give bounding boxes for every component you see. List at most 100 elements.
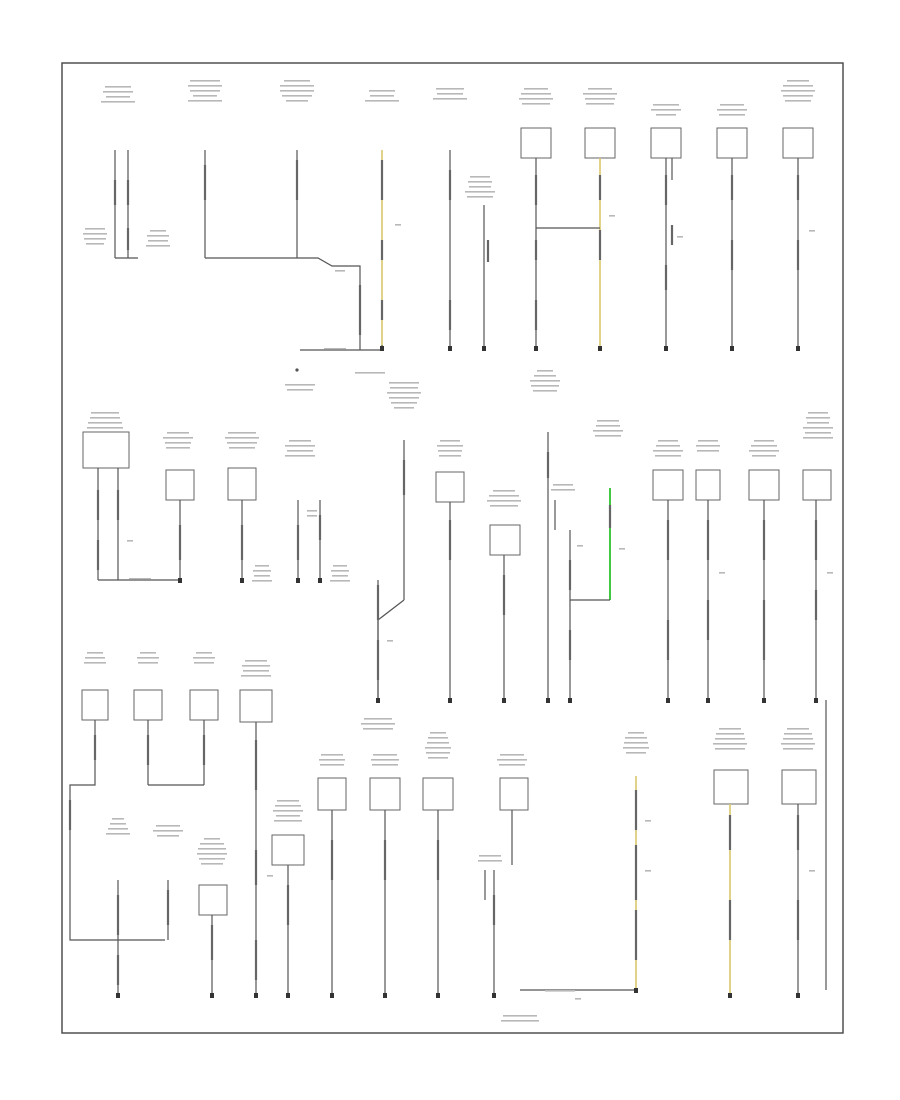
component-label-mark	[243, 670, 269, 672]
ground-point	[706, 698, 710, 703]
component-box	[584, 127, 616, 159]
component-label-mark	[282, 95, 312, 97]
component-label-mark	[583, 93, 617, 95]
component-label-mark	[809, 230, 815, 232]
wire-path	[377, 599, 405, 700]
component-label-mark	[146, 245, 170, 247]
component-label-mark	[105, 86, 131, 88]
ground-point	[482, 346, 486, 351]
component-label-mark	[785, 100, 811, 102]
component-label-mark	[493, 490, 515, 492]
component-box	[802, 469, 832, 501]
component-label-mark	[470, 176, 490, 178]
component-box	[489, 524, 521, 556]
component-label-mark	[83, 233, 107, 235]
component-label-mark	[389, 397, 419, 399]
component-label-mark	[245, 660, 267, 662]
component-label-mark	[85, 228, 105, 230]
component-label-mark	[719, 728, 741, 730]
component-box	[716, 127, 748, 159]
component-label-mark	[805, 432, 831, 434]
ground-point	[240, 578, 244, 583]
component-label-mark	[167, 432, 189, 434]
component-label-mark	[503, 1015, 537, 1017]
component-label-mark	[103, 91, 133, 93]
component-label-mark	[787, 80, 809, 82]
component-label-mark	[593, 430, 623, 432]
component-label-mark	[127, 540, 133, 542]
wire-path	[205, 257, 361, 350]
component-box	[133, 689, 163, 721]
component-label-mark	[624, 742, 648, 744]
component-label-mark	[108, 828, 128, 830]
component-label-mark	[784, 733, 812, 735]
component-box	[748, 469, 780, 501]
ground-point	[116, 993, 120, 998]
component-label-mark	[719, 572, 725, 574]
wire-path	[569, 530, 610, 601]
component-label-mark	[537, 370, 553, 372]
ground-point	[448, 698, 452, 703]
ground-point	[448, 346, 452, 351]
component-label-mark	[284, 80, 310, 82]
component-label-mark	[276, 815, 300, 817]
component-label-mark	[553, 484, 573, 486]
component-label-mark	[783, 95, 813, 97]
component-label-mark	[193, 657, 215, 659]
component-box	[435, 471, 465, 503]
component-label-mark	[153, 830, 183, 832]
component-label-mark	[656, 445, 680, 447]
component-box	[650, 127, 682, 159]
component-box	[189, 689, 219, 721]
ground-point	[376, 698, 380, 703]
component-label-mark	[751, 445, 777, 447]
component-label-mark	[85, 657, 105, 659]
component-label-mark	[522, 103, 550, 105]
component-label-mark	[653, 104, 679, 106]
component-label-mark	[365, 100, 399, 102]
component-label-mark	[319, 759, 345, 761]
component-label-mark	[626, 752, 646, 754]
component-label-mark	[324, 348, 346, 350]
component-label-mark	[274, 820, 302, 822]
component-label-mark	[720, 104, 744, 106]
component-label-mark	[190, 80, 220, 82]
component-label-mark	[625, 737, 647, 739]
component-label-mark	[289, 440, 311, 442]
ground-point	[178, 578, 182, 583]
component-label-mark	[808, 412, 828, 414]
ground-point	[762, 698, 766, 703]
component-label-mark	[479, 855, 501, 857]
component-label-mark	[530, 380, 560, 382]
component-box	[782, 127, 814, 159]
component-label-mark	[166, 447, 190, 449]
component-label-mark	[194, 662, 214, 664]
component-label-mark	[656, 114, 676, 116]
ground-point	[254, 993, 258, 998]
ground-point	[730, 346, 734, 351]
component-label-mark	[806, 417, 830, 419]
component-label-mark	[280, 85, 314, 87]
component-box	[81, 689, 109, 721]
component-label-mark	[781, 743, 815, 745]
component-label-mark	[487, 500, 521, 502]
wire-path	[69, 775, 165, 941]
component-label-mark	[255, 565, 269, 567]
component-label-mark	[280, 90, 314, 92]
component-label-mark	[426, 752, 450, 754]
ground-point	[296, 578, 300, 583]
component-label-mark	[112, 818, 124, 820]
component-label-mark	[87, 652, 103, 654]
ground-point	[380, 346, 384, 351]
component-label-mark	[438, 450, 462, 452]
ground-point	[666, 698, 670, 703]
component-label-mark	[588, 88, 612, 90]
component-label-mark	[696, 445, 720, 447]
component-label-mark	[373, 754, 397, 756]
component-label-mark	[390, 387, 418, 389]
ground-point	[546, 698, 550, 703]
component-label-mark	[106, 96, 130, 98]
component-box	[422, 777, 454, 811]
component-box	[239, 689, 273, 723]
component-label-mark	[254, 575, 270, 577]
